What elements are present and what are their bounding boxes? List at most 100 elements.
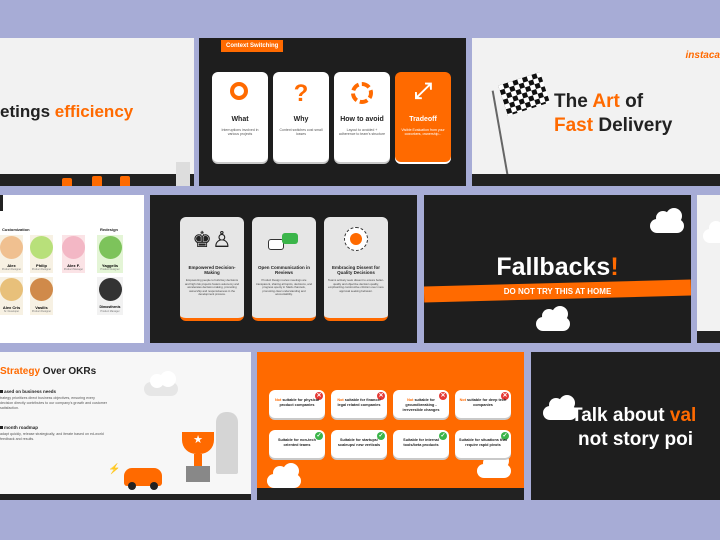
card-why[interactable]: ? Why Context switches cost small losses bbox=[273, 72, 329, 162]
card-what[interactable]: What Interruptions involved in various p… bbox=[212, 72, 268, 162]
bullet-dot bbox=[0, 390, 3, 393]
chair-icon bbox=[120, 176, 130, 186]
person-role: Product Designer bbox=[31, 310, 52, 313]
question-icon: ? bbox=[293, 80, 309, 107]
check-icon: ✓ bbox=[315, 432, 323, 440]
person-name: Vasilis bbox=[35, 305, 48, 310]
cross-icon: ✕ bbox=[315, 392, 323, 400]
person-role: Product Designer bbox=[31, 268, 52, 271]
bullet-title: month roadmap bbox=[4, 425, 39, 430]
cloud-icon bbox=[477, 453, 511, 478]
card-title: Why bbox=[293, 116, 309, 123]
card-text: Suitable for startups/ scaleups/ new ver… bbox=[337, 438, 381, 447]
lightning-icon: ⚡ bbox=[108, 464, 121, 475]
corner-bar bbox=[0, 195, 3, 211]
trophy-icon bbox=[182, 432, 214, 454]
slide-title: Talk about val not story poi bbox=[571, 405, 697, 450]
person-role: Product Designer bbox=[1, 268, 22, 271]
slide-partial-right[interactable] bbox=[697, 195, 720, 343]
cross-icon: ✕ bbox=[377, 392, 385, 400]
card-open-communication[interactable]: Open Communication in Reviews Product De… bbox=[252, 217, 316, 321]
avatar bbox=[30, 236, 53, 259]
avatar bbox=[99, 278, 122, 301]
cloud-icon bbox=[543, 395, 577, 420]
card-text: Suitable for non-tech oriented teams bbox=[278, 438, 316, 447]
card-title: Tradeoff bbox=[409, 116, 437, 123]
burst-center bbox=[350, 233, 362, 245]
chair-icon bbox=[62, 178, 72, 186]
slide-team-structure[interactable]: Customization Redesign Alex Product Desi… bbox=[0, 195, 144, 343]
swap-arrows-icon: ⤢ bbox=[414, 78, 432, 103]
car-icon bbox=[124, 468, 162, 486]
slide-strategy-over-okrs[interactable]: Strategy Over OKRs ased on business need… bbox=[0, 352, 251, 500]
brand-logo: instaca bbox=[685, 50, 720, 61]
card-title: How to avoid bbox=[340, 116, 384, 123]
slide-decision-making[interactable]: ♚♙ Empowered Decision-Making Empowering … bbox=[150, 195, 417, 343]
grid-card[interactable]: ✓ Suitable for internal tools/beta produ… bbox=[393, 430, 449, 458]
wheel bbox=[150, 482, 158, 490]
chess-pieces-icon: ♚♙ bbox=[192, 227, 232, 252]
grid-card[interactable]: ✕ Not suitable for deep tech companies bbox=[455, 390, 511, 418]
floor-strip bbox=[0, 494, 251, 500]
slide-context-switching[interactable]: Context Switching What Interruptions inv… bbox=[199, 38, 466, 186]
cloud-icon bbox=[267, 463, 301, 488]
slide-fallbacks[interactable]: Fallbacks! DO NOT TRY THIS AT HOME bbox=[424, 195, 691, 343]
card-text: Layout to avoided + adherence to team's … bbox=[338, 128, 386, 136]
star-icon: ★ bbox=[193, 434, 203, 446]
avatar bbox=[30, 278, 53, 301]
slide-suitability-grid[interactable]: ✕ Not suitable for physical product comp… bbox=[257, 352, 524, 500]
card-title: Open Communication in Reviews bbox=[257, 265, 310, 275]
plant-icon bbox=[176, 162, 190, 186]
slide-title: Fallbacks! bbox=[496, 253, 619, 281]
trophy-base bbox=[186, 466, 210, 482]
cross-icon: ✕ bbox=[439, 392, 447, 400]
card-empowered[interactable]: ♚♙ Empowered Decision-Making Empowering … bbox=[180, 217, 244, 321]
title-highlight: efficiency bbox=[54, 102, 134, 121]
card-text: Teams actively seek dissent to ensure be… bbox=[328, 278, 384, 293]
avatar bbox=[62, 236, 85, 259]
floor-strip bbox=[697, 331, 720, 343]
floor-strip bbox=[257, 488, 524, 500]
section-tag: Context Switching bbox=[221, 40, 284, 52]
check-icon: ✓ bbox=[439, 432, 447, 440]
group-header: Redesign bbox=[100, 227, 119, 232]
grid-card[interactable]: ✓ Suitable for situations that require r… bbox=[455, 430, 511, 458]
grid-card[interactable]: ✓ Suitable for non-tech oriented teams bbox=[269, 430, 325, 458]
magnifier-icon bbox=[230, 82, 248, 100]
chess-king-shadow-icon bbox=[216, 412, 238, 474]
slide-title: The Art of Fast Delivery bbox=[554, 91, 673, 136]
grid-card[interactable]: ✕ Not suitable for physical product comp… bbox=[269, 390, 325, 418]
card-tradeoff[interactable]: ⤢ Tradeoff Visible Evaluation from your … bbox=[395, 72, 451, 162]
card-embracing-dissent[interactable]: Embracing Dissent for Quality Decisions … bbox=[324, 217, 388, 321]
slide-talk-about-value[interactable]: Talk about val not story poi bbox=[531, 352, 720, 500]
gear-icon bbox=[351, 82, 373, 104]
person-name: Alex Cris bbox=[2, 305, 21, 310]
slide-subtitle: DO NOT TRY THIS AT HOME bbox=[503, 287, 612, 296]
card-text: Interruptions involved in various projec… bbox=[221, 128, 259, 136]
person-name: Alex bbox=[7, 263, 16, 268]
grid-card[interactable]: ✕ Not suitable for groundbreaking - irre… bbox=[393, 390, 449, 418]
check-icon: ✓ bbox=[377, 432, 385, 440]
avatar bbox=[99, 236, 122, 259]
chat-bubble-icon bbox=[268, 239, 284, 250]
card-text: Suitable for situations that require rap… bbox=[459, 438, 507, 447]
slide-meetings-efficiency[interactable]: etings efficiency bbox=[0, 38, 194, 186]
grid-card[interactable]: ✕ Not suitable for finance/ legal relate… bbox=[331, 390, 387, 418]
wheel bbox=[128, 482, 136, 490]
grid-card[interactable]: ✓ Suitable for startups/ scaleups/ new v… bbox=[331, 430, 387, 458]
cloud-icon bbox=[650, 208, 684, 233]
bullet-title: ased on business needs bbox=[4, 389, 57, 394]
cloud-icon bbox=[536, 306, 570, 331]
check-icon: ✓ bbox=[501, 432, 509, 440]
cross-icon: ✕ bbox=[501, 392, 509, 400]
card-text: Context switches cost small losses bbox=[279, 128, 323, 136]
person-role: Sr. Developer bbox=[3, 310, 20, 313]
checkered-flag-icon bbox=[498, 71, 550, 117]
card-text: Suitable for internal tools/beta product… bbox=[403, 438, 439, 447]
slide-art-of-fast-delivery[interactable]: instaca The Art of Fast Delivery bbox=[472, 38, 720, 186]
cloud-icon bbox=[703, 218, 720, 243]
chair-icon bbox=[150, 176, 160, 186]
card-title: Empowered Decision-Making bbox=[188, 265, 236, 275]
card-how-to-avoid[interactable]: How to avoid Layout to avoided + adheren… bbox=[334, 72, 390, 162]
chair-icon bbox=[92, 176, 102, 186]
